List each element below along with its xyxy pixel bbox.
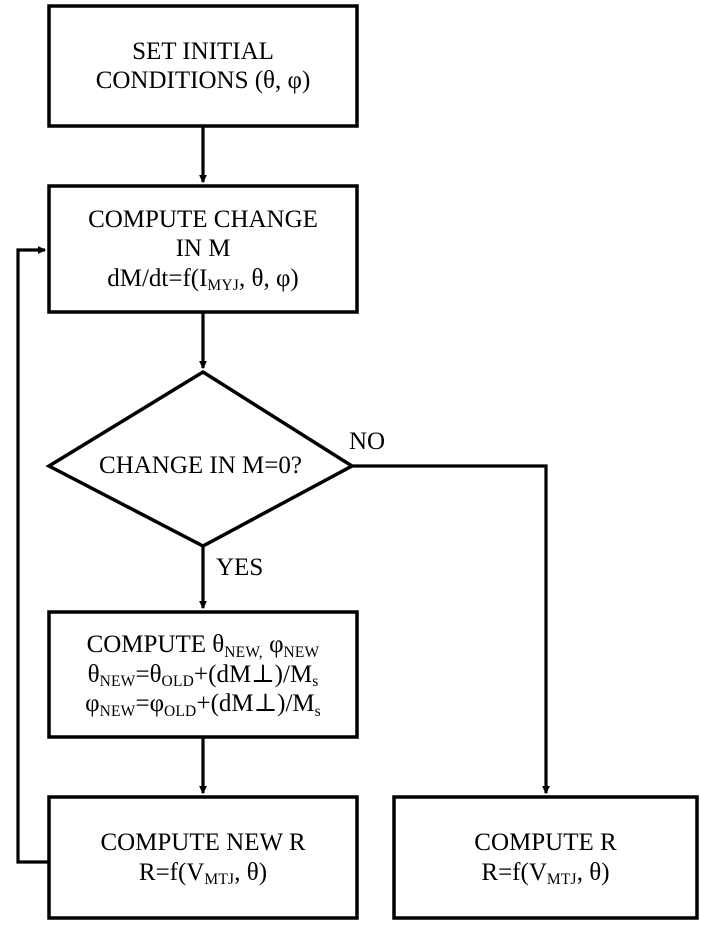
node-compute-new-angles-shape (47, 610, 359, 739)
node-compute-new-r-shape (47, 795, 359, 920)
node-change-in-m-zero-shape (45, 369, 356, 548)
edge-label-no: NO (349, 428, 386, 455)
node-compute-change-in-m-shape (47, 184, 359, 314)
node-set-initial-conditions-shape (47, 4, 359, 128)
edge-compute-new-r-feedback-to-compute-change (16, 246, 49, 864)
node-compute-r-shape (392, 795, 699, 920)
edge-label-yes: YES (216, 554, 264, 581)
edge-decision-no-to-compute-r (352, 464, 550, 795)
